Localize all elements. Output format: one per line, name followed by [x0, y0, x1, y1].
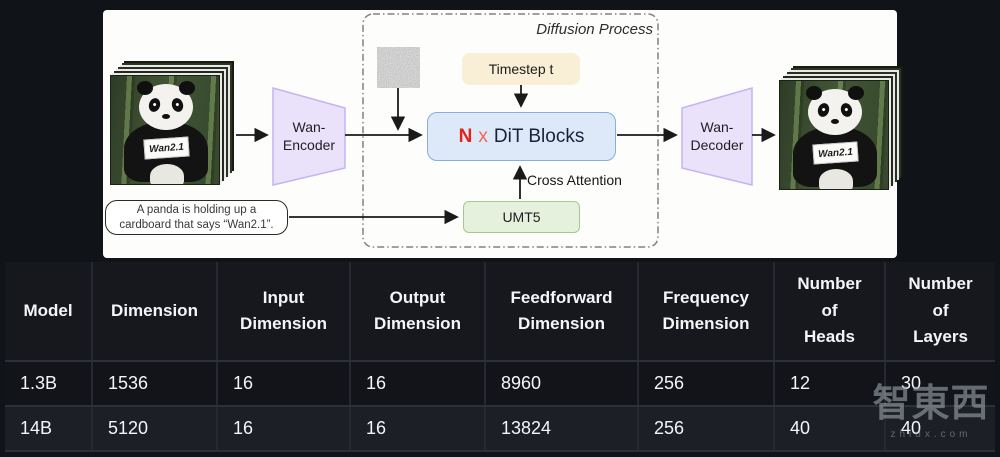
cell-dimension: 5120: [93, 407, 218, 450]
diagram-connectors: [236, 13, 776, 248]
header-model: Model: [5, 262, 93, 360]
cell-feedforward-dimension: 8960: [486, 362, 639, 405]
umt5-box: UMT5: [463, 201, 580, 233]
header-frequency-dimension: Frequency Dimension: [639, 262, 775, 360]
panda-ear: [179, 81, 195, 95]
header-number-of-heads: Number of Heads: [775, 262, 886, 360]
panda-eye: [170, 96, 185, 114]
cell-frequency-dimension: 256: [639, 407, 775, 450]
wan-decoder-shape: [681, 87, 753, 186]
panda-sign: Wan2.1: [143, 136, 190, 160]
wan-encoder-shape: [272, 87, 346, 186]
panda-eye: [147, 96, 162, 114]
header-input-dimension: Input Dimension: [218, 262, 351, 360]
cell-model: 14B: [5, 407, 93, 450]
panda-input-illustration: Wan2.1: [110, 75, 220, 185]
cell-frequency-dimension: 256: [639, 362, 775, 405]
header-feedforward-dimension: Feedforward Dimension: [486, 262, 639, 360]
noise-latent-image: [377, 47, 420, 88]
cell-output-dimension: 16: [351, 362, 486, 405]
dit-blocks-box: N x DiT Blocks: [427, 112, 616, 161]
panda-nose: [162, 114, 170, 119]
panda-ear: [137, 81, 153, 95]
prompt-text-bubble: A panda is holding up a cardboard that s…: [105, 200, 288, 235]
panda-belly: [150, 164, 184, 184]
header-dimension: Dimension: [93, 262, 218, 360]
diffusion-process-dashed-box: [362, 13, 659, 248]
panda-nose: [831, 119, 839, 124]
architecture-figure-card: Diffusion Process Wan2.1 Wan- Encoder Ti…: [103, 10, 897, 258]
table-row: 1.3B 1536 16 16 8960 256 12 30: [5, 362, 995, 407]
cell-dimension: 1536: [93, 362, 218, 405]
cell-number-of-heads: 12: [775, 362, 886, 405]
panda-eye: [816, 101, 831, 119]
cell-number-of-heads: 40: [775, 407, 886, 450]
diffusion-process-title: Diffusion Process: [536, 21, 653, 38]
cell-output-dimension: 16: [351, 407, 486, 450]
header-output-dimension: Output Dimension: [351, 262, 486, 360]
wan-encoder-label: Wan- Encoder: [282, 119, 336, 153]
table-header-row: Model Dimension Input Dimension Output D…: [5, 262, 995, 362]
output-video-frames: Wan2.1: [779, 80, 889, 190]
dit-n: N: [458, 125, 473, 147]
panda-eye: [839, 101, 854, 119]
cell-input-dimension: 16: [218, 362, 351, 405]
cell-model: 1.3B: [5, 362, 93, 405]
cell-feedforward-dimension: 13824: [486, 407, 639, 450]
panda-head: [806, 86, 864, 135]
panda-sign: Wan2.1: [812, 141, 859, 165]
input-video-frames: Wan2.1: [110, 75, 220, 185]
table-row: 14B 5120 16 16 13824 256 40 40: [5, 407, 995, 452]
wan-decoder-label: Wan- Decoder: [690, 119, 744, 153]
dit-label: DiT Blocks: [493, 125, 585, 147]
panda-ear: [848, 86, 864, 100]
panda-ear: [806, 86, 822, 100]
panda-head: [137, 81, 195, 130]
header-number-of-layers: Number of Layers: [908, 274, 973, 347]
panda-belly: [819, 169, 853, 189]
cell-number-of-layers: 30: [901, 373, 922, 393]
dit-times: x: [478, 125, 488, 147]
panda-output-illustration: Wan2.1: [779, 80, 889, 190]
cell-input-dimension: 16: [218, 407, 351, 450]
cross-attention-label: Cross Attention: [527, 172, 622, 188]
timestep-box: Timestep t: [462, 53, 580, 85]
cell-number-of-layers: 40: [901, 418, 922, 438]
model-spec-table: Model Dimension Input Dimension Output D…: [0, 262, 1000, 452]
